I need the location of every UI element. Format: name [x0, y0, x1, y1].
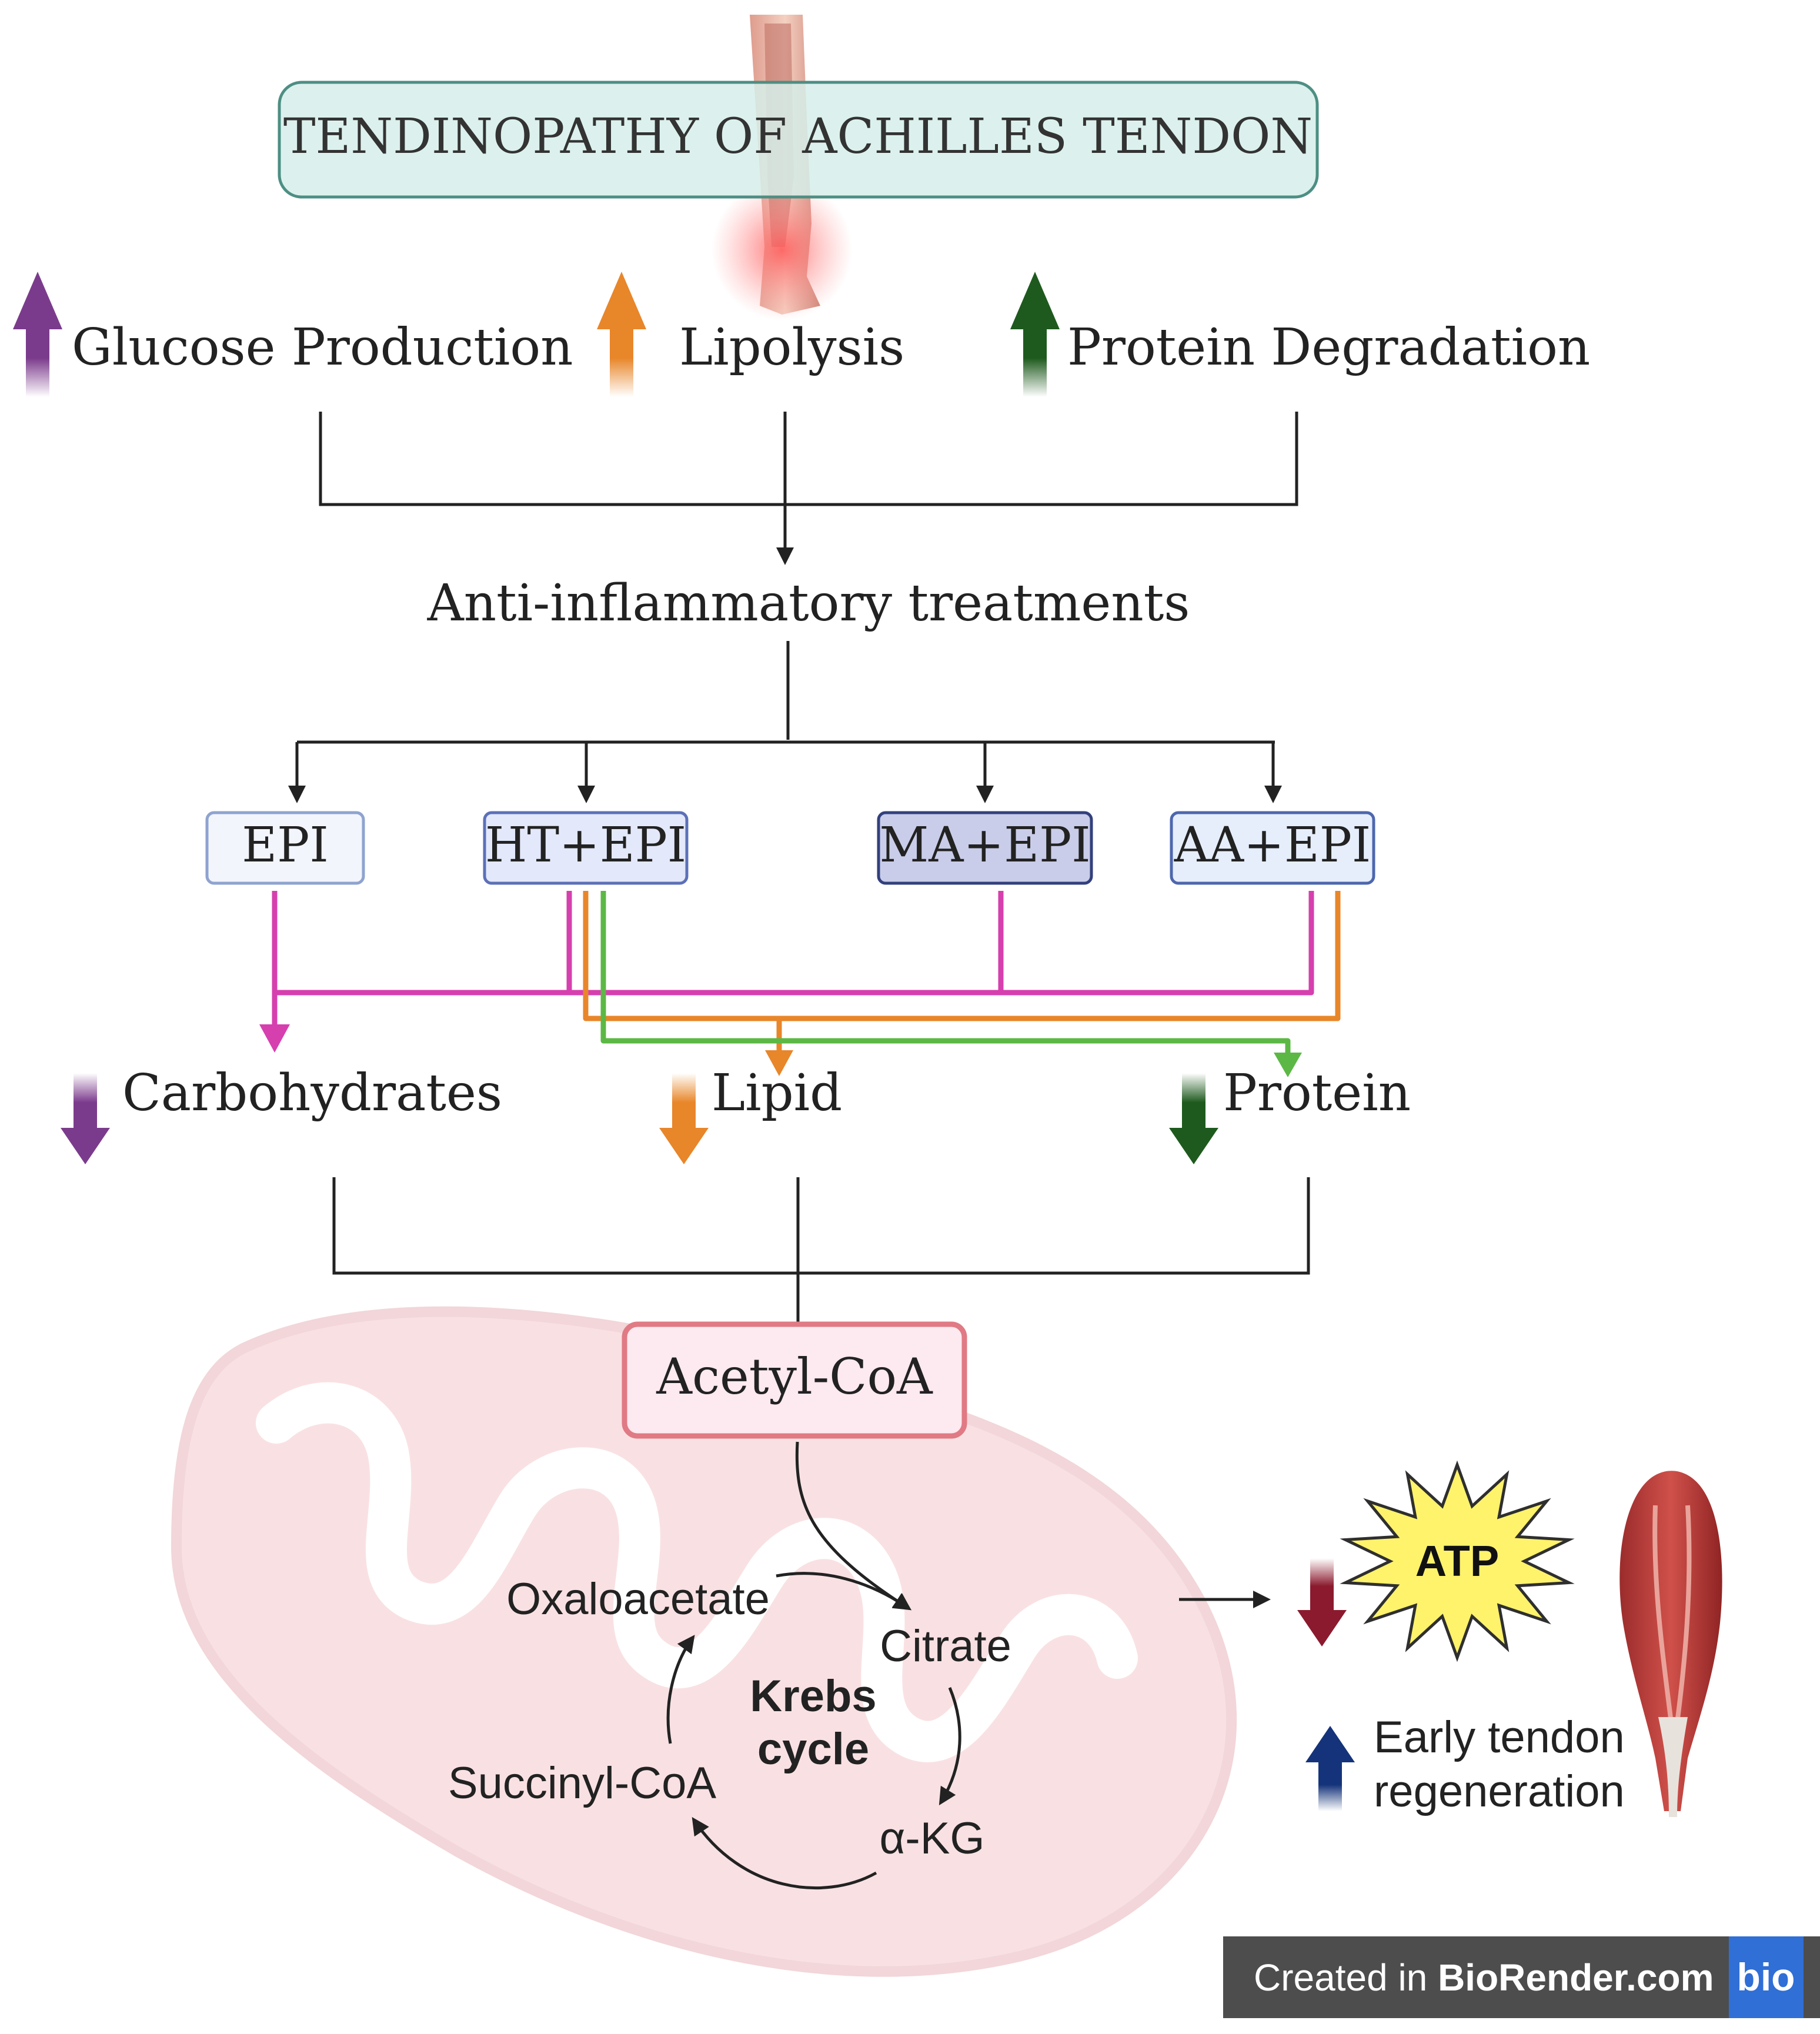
treatment-aa-epi: AA+EPI	[1170, 811, 1375, 885]
effect-glucose: Glucose Production	[13, 272, 573, 397]
treatment-ht-epi: HT+EPI	[483, 811, 689, 885]
krebs-step-akg: α-KG	[879, 1813, 984, 1863]
acetyl-coa-box: Acetyl-CoA	[622, 1321, 967, 1439]
lipid-links	[583, 891, 1341, 1076]
regeneration-line1: Early tendon	[1374, 1712, 1625, 1762]
up-arrow-icon	[1010, 272, 1060, 397]
treatment-label: HT+EPI	[485, 817, 686, 873]
starburst-icon	[1340, 1460, 1575, 1662]
treatment-tree	[288, 641, 1282, 803]
atp-down-arrow-icon	[1297, 1558, 1347, 1646]
inflammation-glow	[712, 179, 853, 320]
svg-text:Created in BioRender.com: Created in BioRender.com	[1254, 1956, 1714, 1999]
krebs-center-line2: cycle	[757, 1724, 869, 1774]
macro-label: Protein	[1223, 1064, 1411, 1123]
macro-bracket	[332, 1177, 1310, 1323]
macro-lipid: Lipid	[659, 1064, 842, 1164]
macro-carbohydrates: Carbohydrates	[61, 1064, 502, 1164]
title-box: TENDINOPATHY OF ACHILLES TENDON	[278, 81, 1319, 199]
calf-muscle-illustration	[1619, 1471, 1722, 1817]
treatment-label: MA+EPI	[879, 817, 1090, 873]
macro-protein: Protein	[1169, 1064, 1411, 1164]
badge-prefix: Created in	[1254, 1956, 1438, 1999]
badge-brand: BioRender.com	[1438, 1956, 1714, 1999]
atp-label: ATP	[1415, 1537, 1500, 1585]
biorender-badge[interactable]: Created in BioRender.com bio	[1223, 1936, 1820, 2018]
macro-label: Carbohydrates	[122, 1064, 502, 1123]
biorender-logo: bio	[1737, 1955, 1795, 1999]
up-arrow-icon	[1305, 1726, 1355, 1811]
regeneration: Early tendon regeneration	[1305, 1712, 1625, 1816]
krebs-center-line1: Krebs	[750, 1671, 876, 1721]
down-arrow-icon	[1169, 1073, 1218, 1164]
acetyl-coa-label: Acetyl-CoA	[656, 1348, 933, 1405]
krebs-step-succinyl-coa: Succinyl-CoA	[448, 1758, 716, 1808]
protein-links	[600, 891, 1302, 1077]
krebs-cycle: Oxaloacetate Citrate α-KG Succinyl-CoA K…	[448, 1441, 1011, 1889]
atp-starburst: ATP	[1340, 1460, 1575, 1662]
effect-protein-degradation: Protein Degradation	[1010, 272, 1590, 397]
carbohydrate-links	[259, 891, 1314, 1053]
treatment-label: EPI	[242, 817, 328, 873]
effect-label: Protein Degradation	[1067, 318, 1590, 377]
macro-label: Lipid	[712, 1064, 842, 1123]
regeneration-line2: regeneration	[1374, 1766, 1625, 1816]
down-arrow-icon	[659, 1073, 709, 1164]
effect-label: Lipolysis	[679, 318, 904, 377]
effects-bracket	[319, 412, 1298, 565]
treatment-ma-epi: MA+EPI	[877, 811, 1093, 885]
krebs-arrows	[666, 1441, 961, 1889]
krebs-step-oxaloacetate: Oxaloacetate	[506, 1574, 770, 1624]
down-arrow-icon	[61, 1073, 110, 1164]
treatment-header: Anti-inflammatory treatments	[427, 574, 1190, 633]
treatment-epi: EPI	[205, 811, 365, 885]
krebs-step-citrate: Citrate	[880, 1621, 1011, 1671]
treatment-label: AA+EPI	[1174, 817, 1371, 873]
page-title: TENDINOPATHY OF ACHILLES TENDON	[283, 109, 1313, 165]
effect-lipolysis: Lipolysis	[597, 272, 904, 397]
effect-label: Glucose Production	[72, 318, 573, 377]
up-arrow-icon	[597, 272, 646, 397]
up-arrow-icon	[13, 272, 62, 397]
